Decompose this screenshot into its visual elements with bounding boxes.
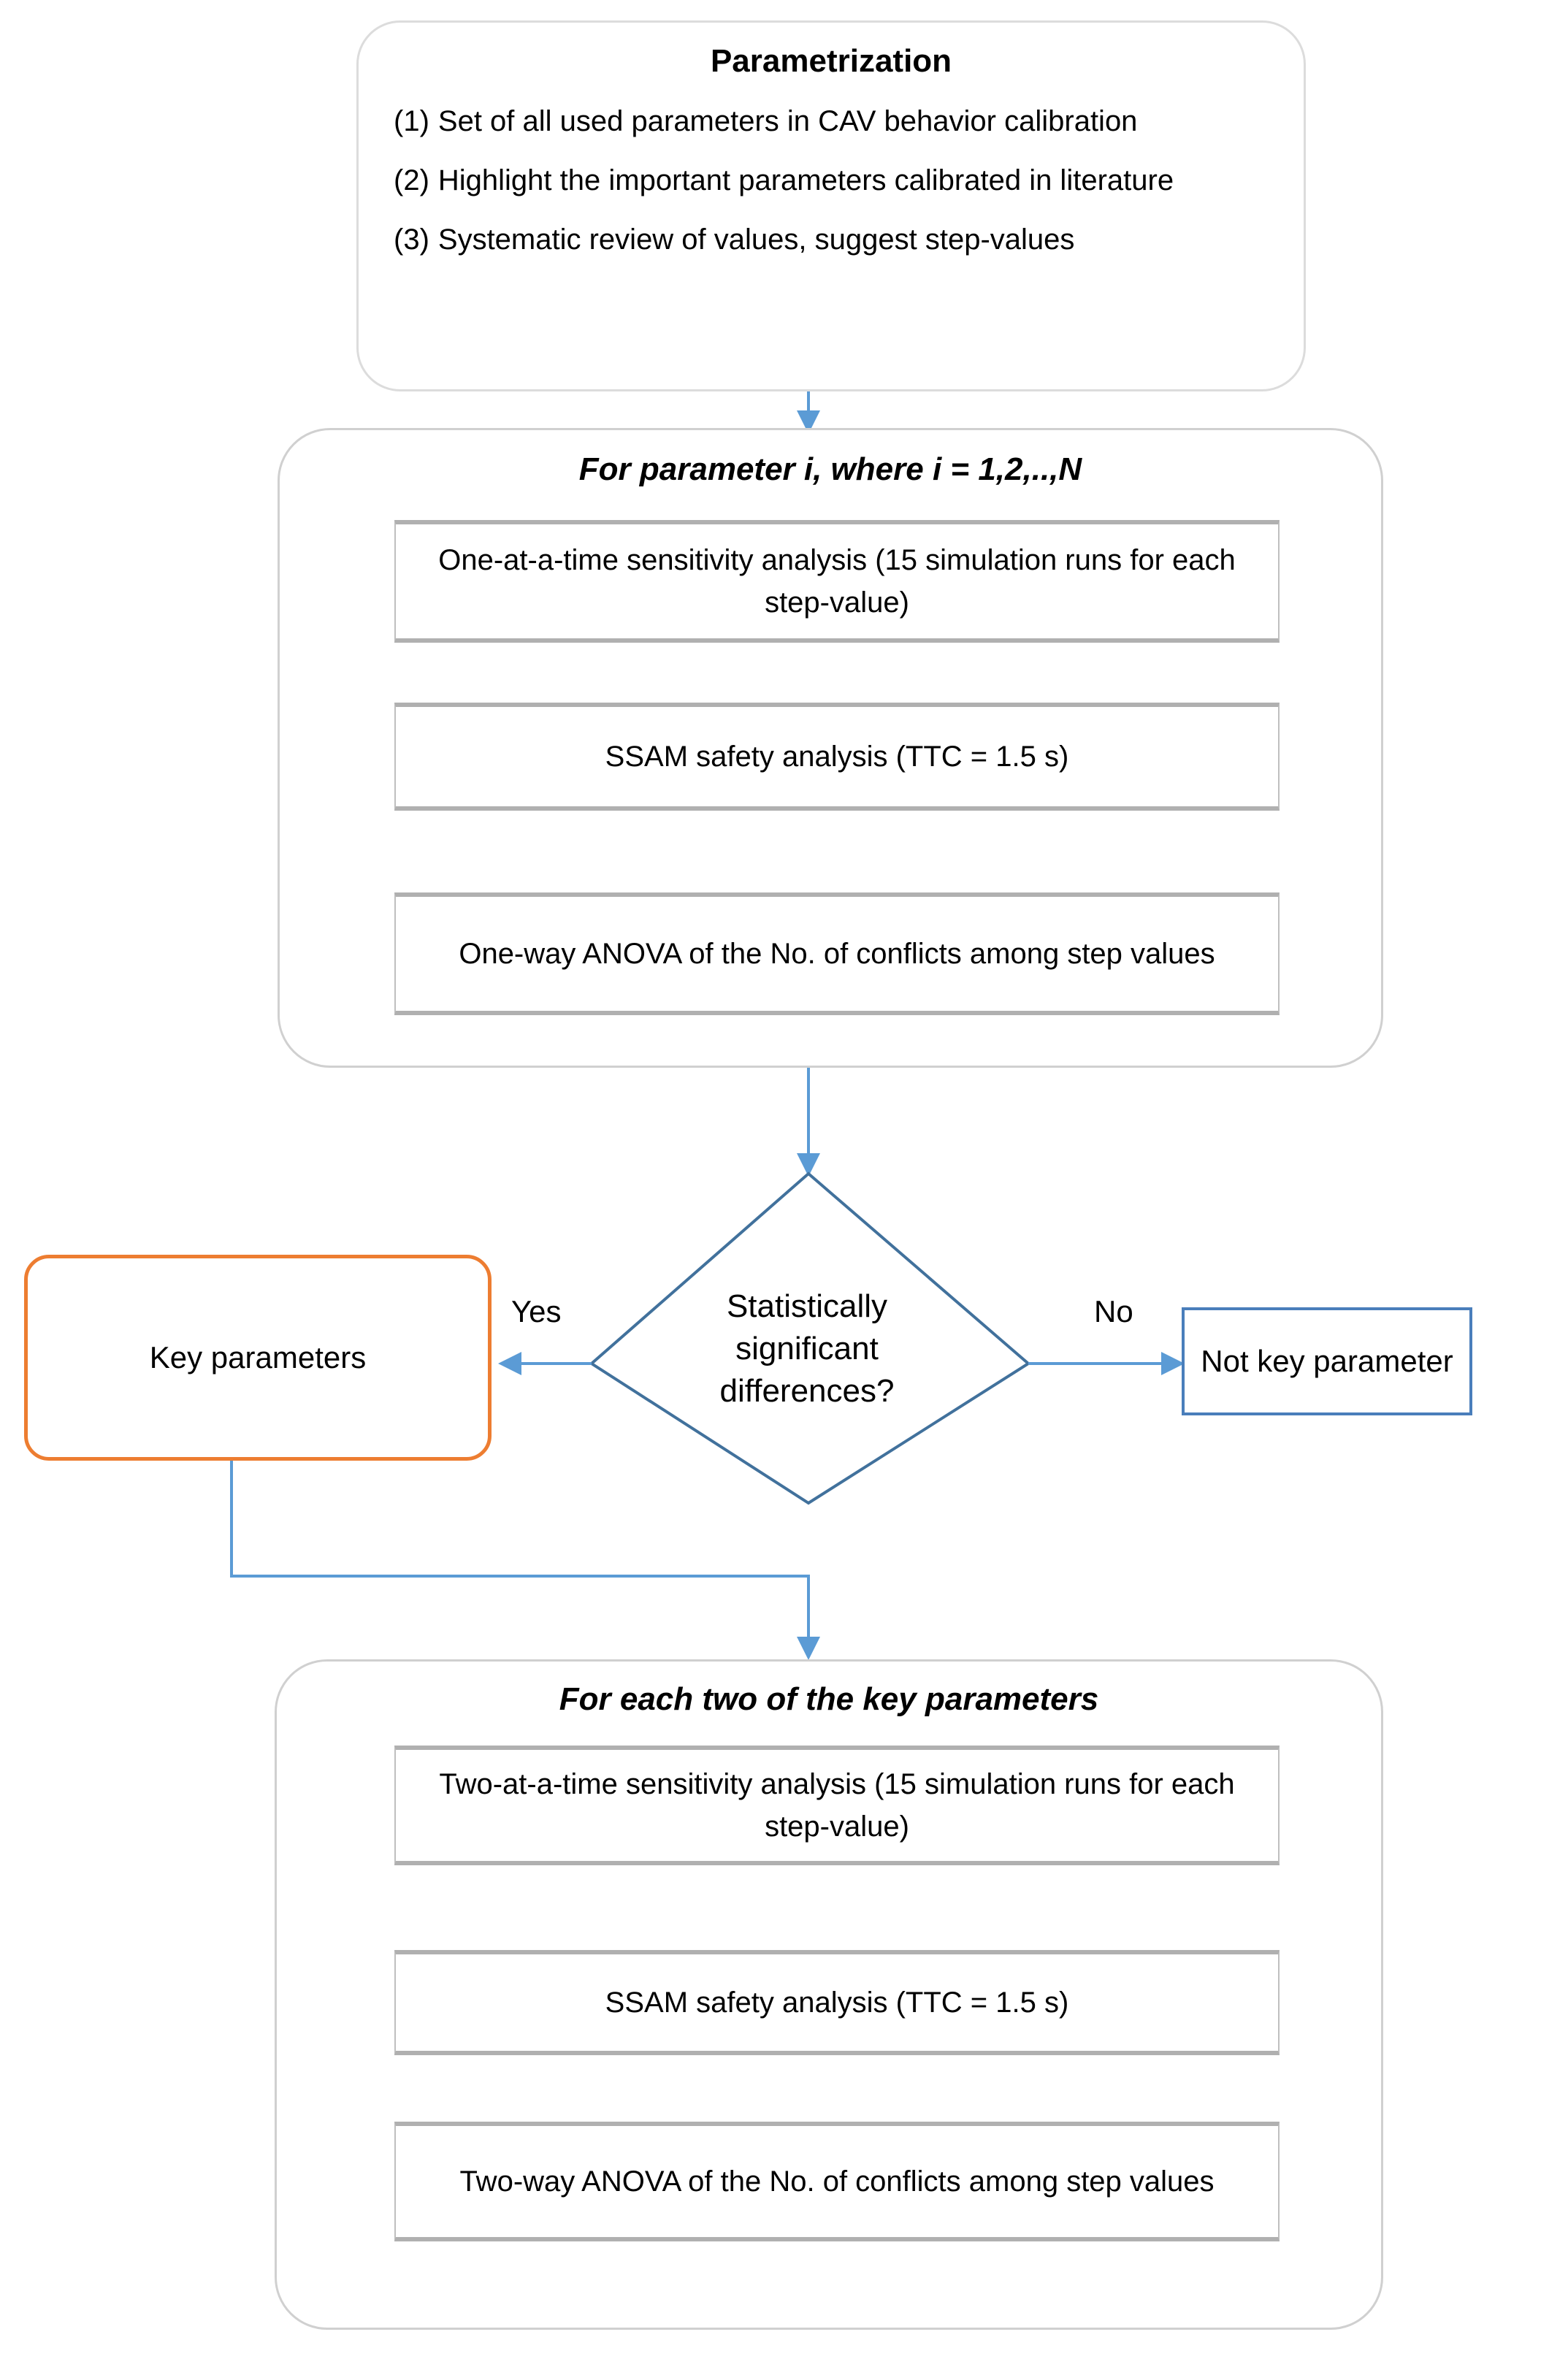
process-one-at-a-time-sensitivity: One-at-a-time sensitivity analysis (15 s… [394, 520, 1280, 643]
list-item-number: (3) [394, 223, 429, 256]
list-item-label: Highlight the important parameters calib… [437, 164, 1174, 197]
edge-label-yes: Yes [511, 1294, 562, 1328]
list-item-number: (1) [394, 105, 429, 137]
list-item-number: (2) [394, 164, 429, 197]
list-item-label: Systematic review of values, suggest ste… [437, 223, 1075, 256]
two-at-a-time-heading: For each two of the key parameters [559, 1681, 1099, 1717]
parametrization-card: Parametrization (1) Set of all used para… [356, 20, 1306, 391]
process-label: One-way ANOVA of the No. of conflicts am… [459, 938, 1215, 970]
terminal-label: Not key parameter [1201, 1344, 1453, 1378]
terminal-not-key-parameter[interactable]: Not key parameter [1182, 1307, 1472, 1415]
process-two-at-a-time-sensitivity: Two-at-a-time sensitivity analysis (15 s… [394, 1746, 1280, 1865]
terminal-key-parameters[interactable]: Key parameters [24, 1255, 492, 1461]
process-label: SSAM safety analysis (TTC = 1.5 s) [605, 741, 1069, 773]
process-label: One-at-a-time sensitivity analysis (15 s… [438, 544, 1236, 619]
process-label: SSAM safety analysis (TTC = 1.5 s) [605, 1987, 1069, 2019]
one-at-a-time-heading: For parameter i, where i = 1,2,..,N [578, 451, 1082, 487]
list-item: (1) Set of all used parameters in CAV be… [394, 103, 1267, 140]
page-title: Parametrization [710, 43, 952, 79]
process-ssam-safety-analysis-1: SSAM safety analysis (TTC = 1.5 s) [394, 703, 1280, 811]
terminal-label: Key parameters [149, 1340, 367, 1375]
process-label: Two-at-a-time sensitivity analysis (15 s… [439, 1768, 1235, 1843]
process-two-way-anova: Two-way ANOVA of the No. of conflicts am… [394, 2122, 1280, 2241]
list-item-label: Set of all used parameters in CAV behavi… [437, 105, 1138, 137]
process-ssam-safety-analysis-2: SSAM safety analysis (TTC = 1.5 s) [394, 1950, 1280, 2055]
parametrization-list: (1) Set of all used parameters in CAV be… [394, 103, 1267, 281]
decision-question: Statistically significant differences? [719, 1288, 895, 1410]
list-item: (3) Systematic review of values, suggest… [394, 221, 1267, 259]
list-item: (2) Highlight the important parameters c… [394, 162, 1267, 199]
process-one-way-anova: One-way ANOVA of the No. of conflicts am… [394, 892, 1280, 1015]
edge-label-no: No [1094, 1294, 1133, 1328]
process-label: Two-way ANOVA of the No. of conflicts am… [459, 2165, 1215, 2198]
